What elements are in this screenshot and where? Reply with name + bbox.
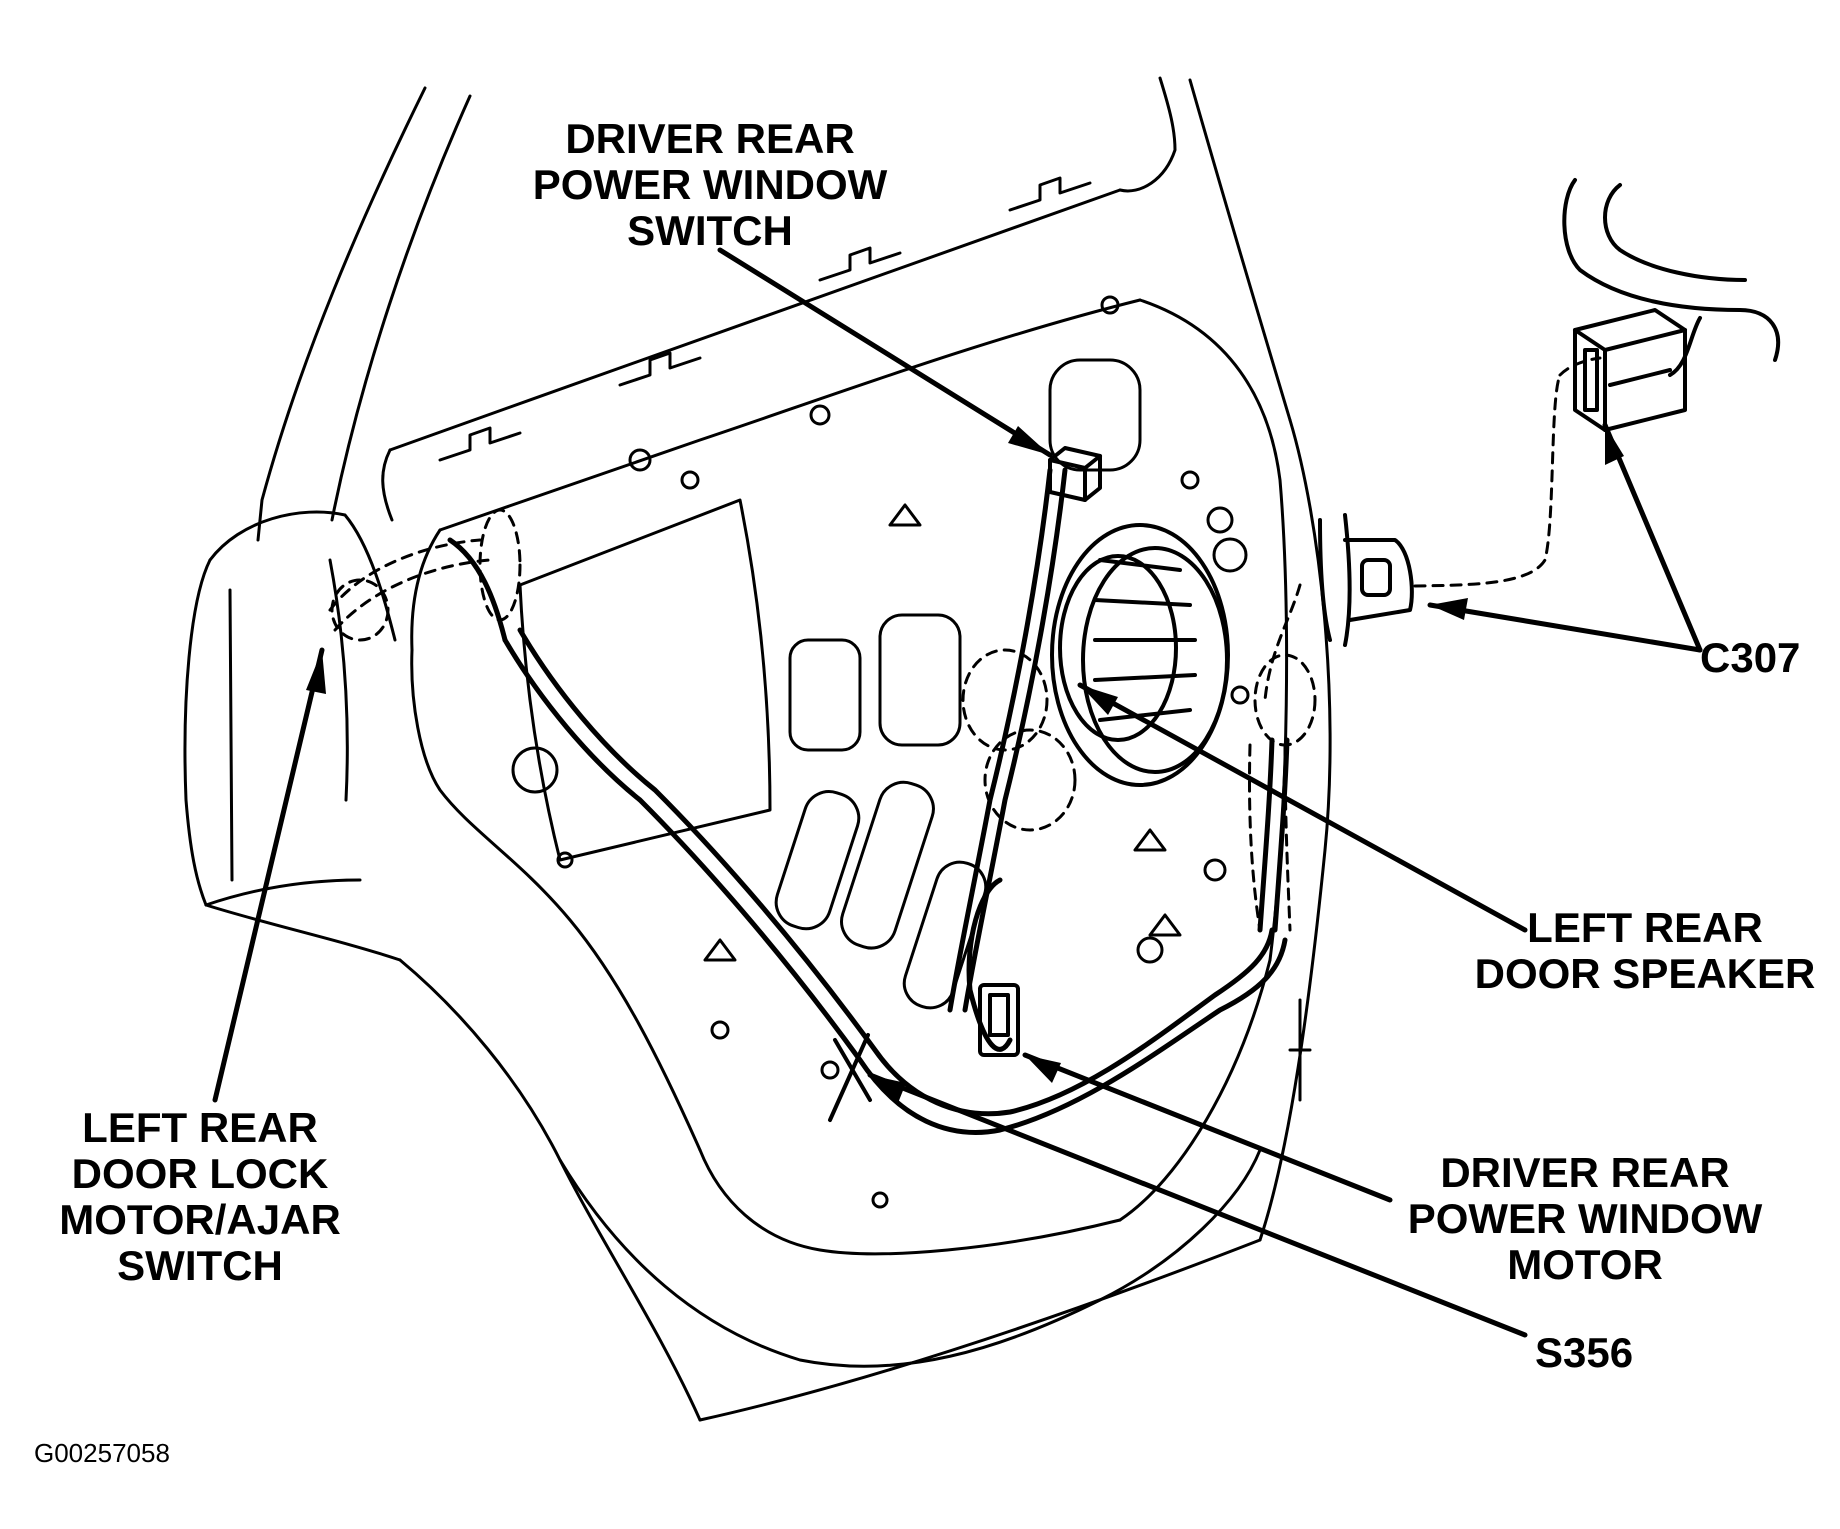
c307-door-connector: [1318, 513, 1414, 647]
c307-body-connector: [1562, 178, 1781, 432]
s356-splice-mark: [828, 1033, 872, 1122]
hidden-harness-dashed: [328, 356, 1602, 932]
callout-driver-rear-power-window-motor: DRIVER REAR POWER WINDOW MOTOR: [1407, 1149, 1763, 1288]
figure-id: G00257058: [34, 1438, 170, 1468]
callout-left-rear-door-speaker: LEFT REAR DOOR SPEAKER: [1474, 904, 1816, 997]
callout-arrowheads: [306, 425, 1624, 1103]
callout-s356: S356: [1535, 1329, 1634, 1376]
inner-panel-openings: [438, 176, 1250, 1209]
callout-c307: C307: [1700, 634, 1801, 681]
door-speaker: [1050, 523, 1230, 787]
switch-connector: [1048, 446, 1102, 502]
callout-left-rear-door-lock-motor-ajar-switch: LEFT REAR DOOR LOCK MOTOR/AJAR SWITCH: [59, 1104, 341, 1289]
motor-connector: [978, 983, 1020, 1057]
wiring-harness: [447, 467, 1290, 1135]
callout-leaders: [212, 247, 1703, 1338]
callout-driver-rear-power-window-switch: DRIVER REAR POWER WINDOW SWITCH: [532, 115, 888, 254]
